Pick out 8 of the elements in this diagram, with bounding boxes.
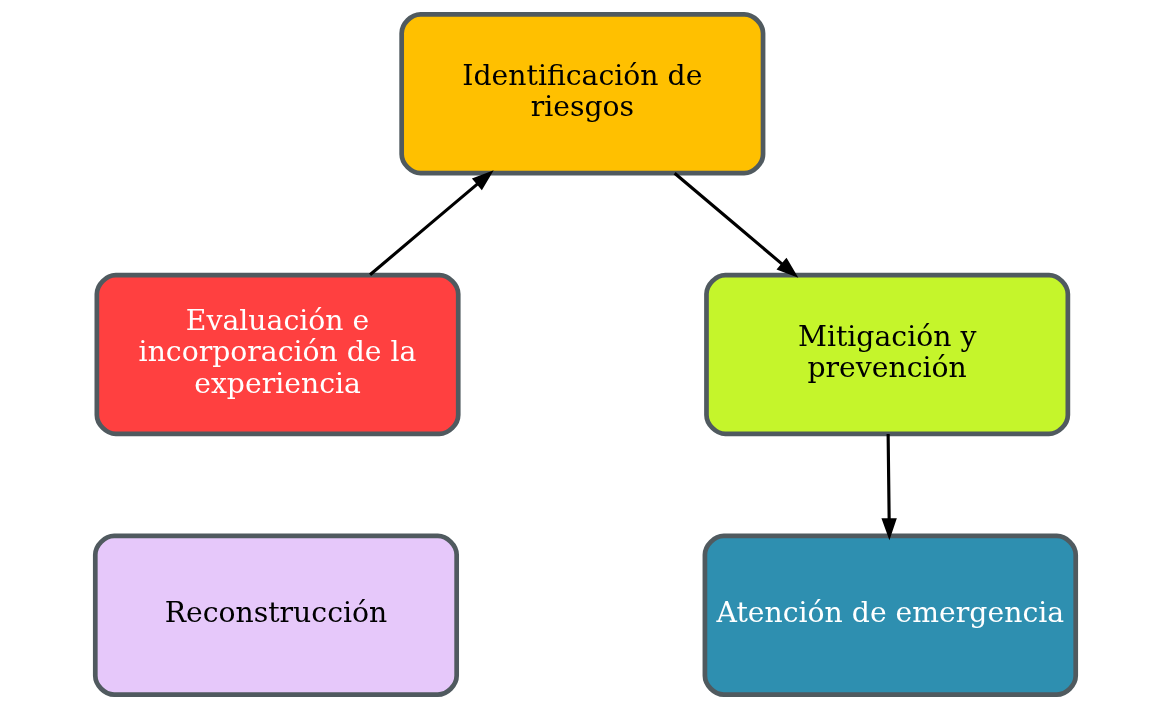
node-box: Mitigación y prevención	[703, 272, 1070, 437]
node-box: Reconstrucción	[92, 533, 459, 698]
node-box: Atención de emergencia	[702, 533, 1078, 698]
arrow	[880, 434, 897, 541]
arrow	[368, 170, 494, 276]
node-box: Identificación de riesgos	[398, 11, 765, 176]
node-box: Evaluación e incorporación de la experiencia	[94, 272, 461, 437]
arrow	[673, 172, 798, 278]
